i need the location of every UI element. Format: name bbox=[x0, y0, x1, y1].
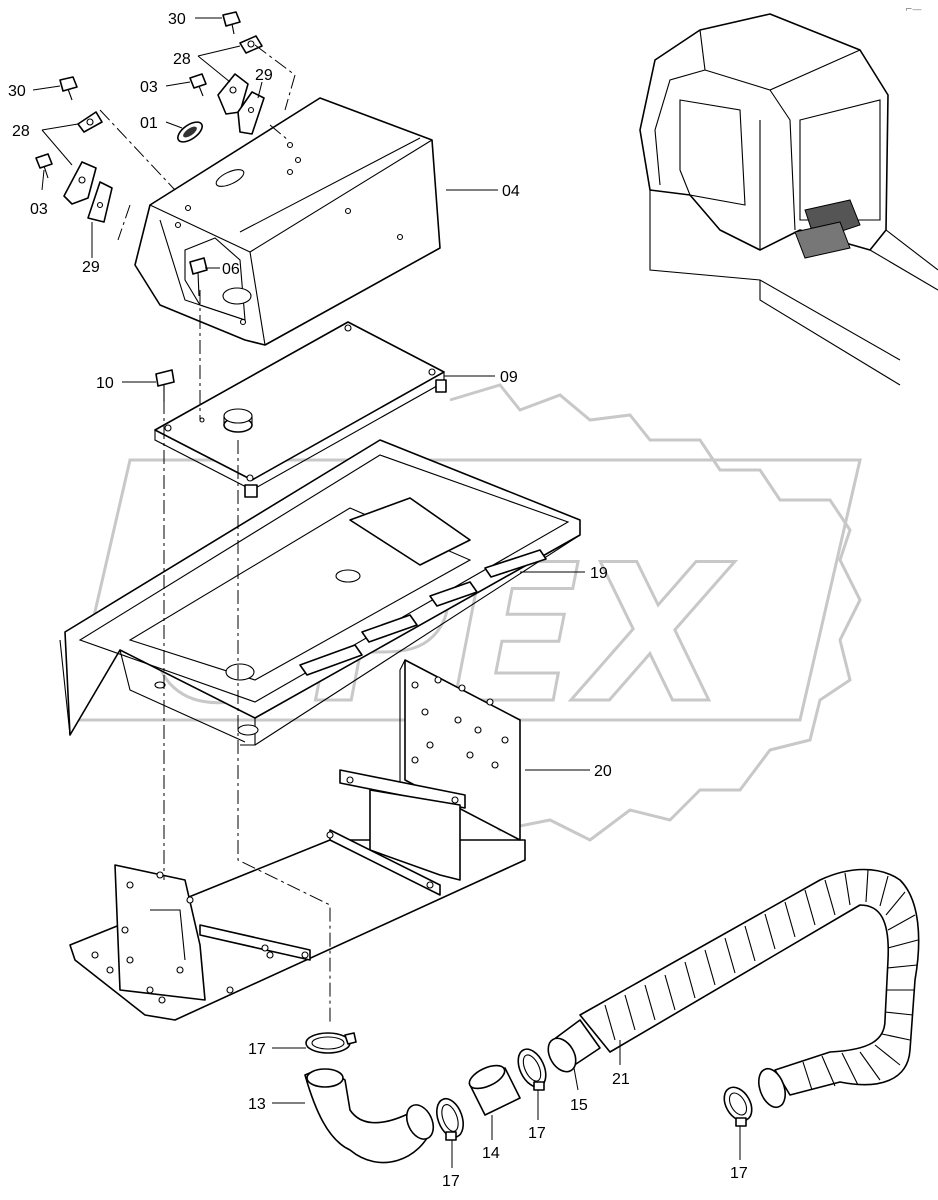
screw-03-upper bbox=[189, 73, 207, 97]
bolt-10 bbox=[155, 369, 175, 402]
adapter-15 bbox=[547, 1019, 601, 1073]
part-labels: 30 28 03 29 30 28 01 03 29 04 06 10 09 1… bbox=[8, 11, 748, 1190]
label-03-lower: 03 bbox=[30, 201, 48, 218]
screw-30-lower bbox=[59, 76, 78, 101]
corner-mark: ⌐― bbox=[905, 5, 922, 15]
label-28-upper: 28 bbox=[173, 51, 191, 68]
label-20: 20 bbox=[594, 763, 612, 780]
grommet-01 bbox=[177, 121, 203, 143]
label-17-d: 17 bbox=[730, 1165, 748, 1182]
clamp-17-d bbox=[723, 1086, 753, 1127]
bolt-06 bbox=[189, 257, 208, 297]
cover-04 bbox=[134, 97, 441, 346]
label-17-a: 17 bbox=[248, 1041, 266, 1058]
label-06: 06 bbox=[222, 261, 240, 278]
leader-lines bbox=[32, 17, 741, 1168]
bracket-20 bbox=[69, 659, 526, 1021]
hinge-28-lower-body bbox=[63, 161, 97, 205]
label-13: 13 bbox=[248, 1096, 266, 1113]
clamp-17-c bbox=[517, 1048, 547, 1091]
label-09: 09 bbox=[500, 369, 518, 386]
hinge-28-upper-body bbox=[217, 73, 249, 115]
label-03-upper: 03 bbox=[140, 79, 158, 96]
screw-03-lower bbox=[35, 153, 53, 179]
label-28-lower: 28 bbox=[12, 123, 30, 140]
assembly-lines bbox=[99, 44, 331, 1025]
hinge-28-upper bbox=[239, 35, 263, 54]
hinge-28-lower bbox=[77, 111, 103, 133]
watermark-gear-outline bbox=[408, 383, 862, 842]
pipe-14 bbox=[468, 1064, 521, 1116]
label-17-c: 17 bbox=[528, 1125, 546, 1142]
label-17-b: 17 bbox=[442, 1173, 460, 1190]
tray-19 bbox=[59, 439, 581, 746]
clamp-17-a bbox=[305, 1032, 357, 1054]
screw-30-upper bbox=[222, 11, 241, 35]
plate-09 bbox=[154, 321, 447, 498]
label-10: 10 bbox=[96, 375, 114, 392]
hose-13 bbox=[304, 1068, 435, 1164]
label-29-upper: 29 bbox=[255, 67, 273, 84]
label-19: 19 bbox=[590, 565, 608, 582]
latch-29-lower bbox=[87, 181, 113, 223]
label-29-lower: 29 bbox=[82, 259, 100, 276]
label-04: 04 bbox=[502, 183, 520, 200]
label-01: 01 bbox=[140, 115, 158, 132]
label-15: 15 bbox=[570, 1097, 588, 1114]
label-30-upper: 30 bbox=[168, 11, 186, 28]
label-14: 14 bbox=[482, 1145, 500, 1162]
cab-inset bbox=[639, 13, 938, 386]
clamp-17-b bbox=[436, 1097, 464, 1141]
latch-29-upper bbox=[237, 91, 265, 135]
label-30-lower: 30 bbox=[8, 83, 26, 100]
flex-duct-21 bbox=[579, 868, 920, 1109]
label-21: 21 bbox=[612, 1071, 630, 1088]
